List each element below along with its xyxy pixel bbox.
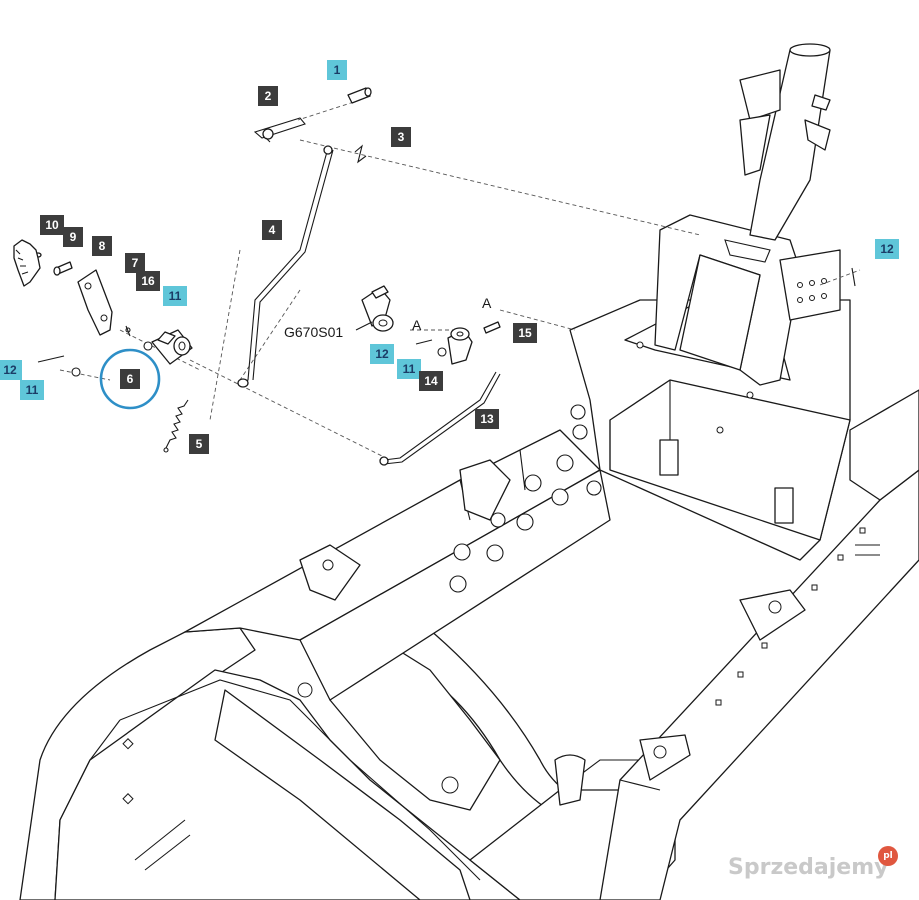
part-1-pin xyxy=(347,87,372,104)
tower-bracket-holes xyxy=(797,278,827,303)
drawing-reference-label: G670S01 xyxy=(284,324,343,340)
highlight-circle xyxy=(99,348,161,410)
connector-a-label-1: A xyxy=(412,317,422,333)
callout-13: 13 xyxy=(475,409,499,429)
svg-text:6: 6 xyxy=(127,372,134,386)
callout-10: 10 xyxy=(40,215,64,235)
part-2-lever xyxy=(253,117,306,143)
svg-text:16: 16 xyxy=(141,274,155,288)
watermark-badge-icon xyxy=(878,846,898,866)
part-8-bolt xyxy=(53,261,73,276)
svg-text:12: 12 xyxy=(375,347,389,361)
part-16-pin xyxy=(125,325,131,337)
callout-4: 4 xyxy=(262,220,282,240)
part-7-plate xyxy=(77,269,113,336)
callout-1: 1 xyxy=(327,60,347,80)
svg-text:3: 3 xyxy=(398,130,405,144)
svg-text:5: 5 xyxy=(196,437,203,451)
watermark-text: Sprzedajemy xyxy=(728,855,889,880)
pivot-bracket xyxy=(361,285,394,332)
callouts: 1 2 3 4 5 6 7 8 9 10 11 11 11 12 12 12 1… xyxy=(0,60,899,454)
svg-text:15: 15 xyxy=(518,326,532,340)
part-10-sector xyxy=(13,239,41,287)
part-15-pin xyxy=(483,321,501,334)
svg-text:7: 7 xyxy=(132,256,139,270)
frame-bolts xyxy=(449,404,602,593)
callout-12-b: 12 xyxy=(370,344,394,364)
svg-text:1: 1 xyxy=(334,63,341,77)
part-14-bushing xyxy=(447,327,473,365)
callout-11-b: 11 xyxy=(20,380,44,400)
callout-7: 7 xyxy=(125,253,145,273)
callout-11-c: 11 xyxy=(397,359,421,379)
svg-text:10: 10 xyxy=(45,218,59,232)
part-4-rod xyxy=(237,145,334,388)
svg-text:11: 11 xyxy=(26,383,39,397)
callout-5: 5 xyxy=(189,434,209,454)
svg-text:13: 13 xyxy=(480,412,494,426)
svg-text:12: 12 xyxy=(3,363,17,377)
svg-text:8: 8 xyxy=(99,239,106,253)
callout-6: 6 xyxy=(120,369,140,389)
part-13-rod xyxy=(379,371,501,466)
part-12-pins xyxy=(37,267,856,363)
callout-9: 9 xyxy=(63,227,83,247)
svg-text:9: 9 xyxy=(70,230,77,244)
connector-a-label-2: A xyxy=(482,295,492,311)
part-11-nuts xyxy=(71,341,447,377)
watermark-badge-text: pl xyxy=(883,851,893,861)
part-6-pivot-block xyxy=(151,329,193,365)
callout-2: 2 xyxy=(258,86,278,106)
callout-12-c: 12 xyxy=(875,239,899,259)
watermark: Sprzedajemy pl xyxy=(728,846,898,880)
svg-text:12: 12 xyxy=(880,242,894,256)
svg-text:11: 11 xyxy=(403,362,416,376)
callout-3: 3 xyxy=(391,127,411,147)
part-5-spring xyxy=(163,399,189,453)
svg-text:4: 4 xyxy=(269,223,276,237)
callout-16: 16 xyxy=(136,271,160,291)
callout-8: 8 xyxy=(92,236,112,256)
svg-text:11: 11 xyxy=(169,289,182,303)
svg-text:2: 2 xyxy=(265,89,272,103)
callout-14: 14 xyxy=(419,371,443,391)
tractor-frame xyxy=(19,43,919,900)
callout-11-a: 11 xyxy=(163,286,187,306)
svg-text:14: 14 xyxy=(424,374,438,388)
callout-15: 15 xyxy=(513,323,537,343)
callout-12-a: 12 xyxy=(0,360,22,380)
part-3-clip xyxy=(354,144,367,164)
